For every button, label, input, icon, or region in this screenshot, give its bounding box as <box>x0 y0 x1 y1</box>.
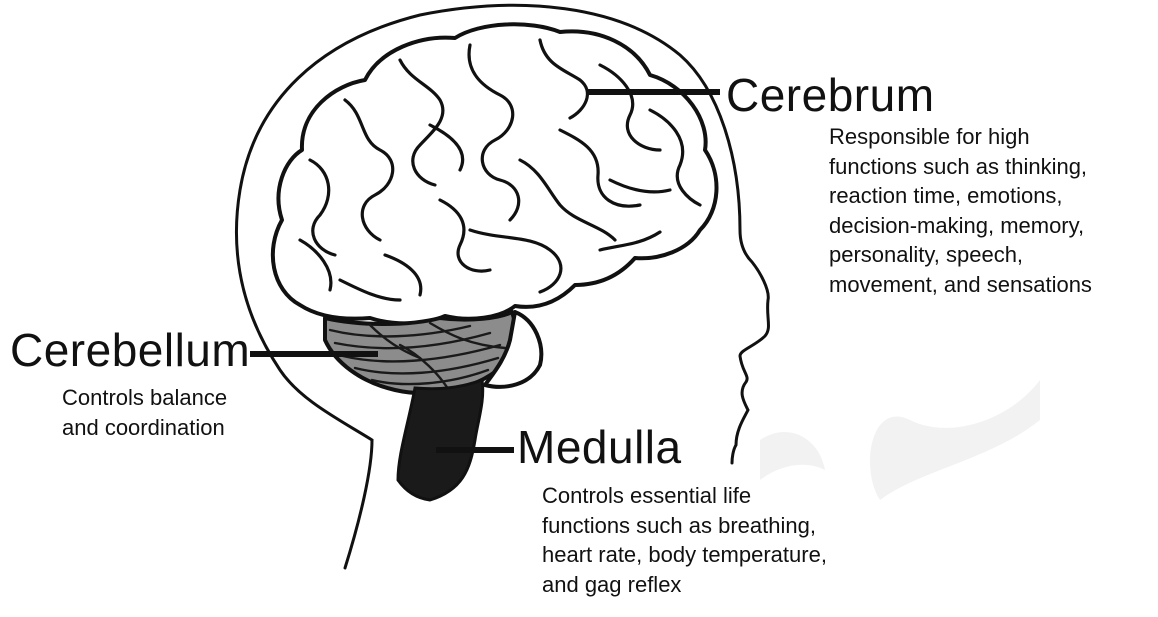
cerebellum-description: Controls balance and coordination <box>62 383 292 442</box>
cerebrum-description: Responsible for high functions such as t… <box>829 122 1155 299</box>
medulla-description: Controls essential life functions such a… <box>542 481 922 599</box>
watermark-arc <box>760 432 825 480</box>
cerebrum-title: Cerebrum <box>726 72 935 118</box>
cerebellum-title: Cerebellum <box>10 327 250 373</box>
medulla-title: Medulla <box>517 424 682 470</box>
cerebrum-shape <box>273 24 717 323</box>
